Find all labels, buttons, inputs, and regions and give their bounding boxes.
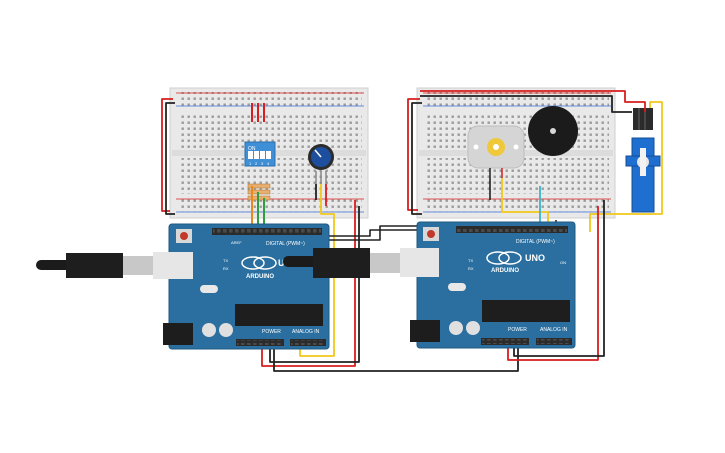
dc-motor[interactable] — [467, 125, 525, 178]
dip-switch-4[interactable] — [266, 151, 271, 159]
wire-red-right-rail[interactable] — [407, 98, 420, 211]
dip-pos-3: 3 — [261, 161, 264, 166]
wire-yellow-servo[interactable] — [589, 101, 663, 232]
right-rx-label: RX — [468, 266, 474, 271]
right-digital-label: DIGITAL (PWM~) — [516, 239, 555, 245]
right-tx-label: TX — [468, 258, 473, 263]
left-tx-label: TX — [223, 258, 228, 263]
wire-yellow-pot[interactable] — [299, 184, 335, 357]
servo-motor[interactable] — [625, 108, 661, 213]
dip-on-label: ON — [248, 146, 256, 152]
wire-black-interboard[interactable] — [273, 342, 519, 372]
right-brand-label: ARDUINO — [491, 268, 519, 274]
dip-switch-1[interactable] — [248, 151, 253, 159]
wire-red-servo[interactable] — [420, 90, 646, 112]
arduino-uno-right[interactable]: DIGITAL (PWM~) TX RX ON ARDUINO UNO POWE… — [410, 221, 576, 349]
wire-black-right-power[interactable] — [513, 200, 605, 357]
left-analog-label: ANALOG IN — [292, 329, 320, 335]
potentiometer[interactable] — [308, 144, 334, 184]
wire-red-bottom[interactable] — [261, 200, 356, 367]
left-power-label: POWER — [262, 329, 281, 335]
wire-black-left-rail[interactable] — [165, 102, 175, 215]
wire-black-servo[interactable] — [420, 95, 632, 113]
red-jumpers[interactable] — [251, 103, 265, 122]
usb-cable-left[interactable] — [36, 252, 193, 279]
left-aref-label: AREF — [231, 240, 242, 245]
right-analog-label: ANALOG IN — [540, 327, 568, 333]
dip-switch[interactable]: ON 1 2 3 4 — [244, 141, 276, 167]
dip-pos-2: 2 — [255, 161, 258, 166]
dip-switch-2[interactable] — [254, 151, 259, 159]
arduino-uno-left[interactable]: DIGITAL (PWM~) AREF TX RX ARDUINO UNO PO… — [163, 223, 330, 350]
dip-switch-3[interactable] — [260, 151, 265, 159]
wire-red-right-power[interactable] — [507, 206, 599, 361]
wire-black-right-rail[interactable] — [411, 102, 422, 215]
usb-cable-right[interactable] — [283, 248, 439, 278]
right-power-label: POWER — [508, 327, 527, 333]
right-model-label: UNO — [525, 253, 545, 263]
left-brand-label: ARDUINO — [246, 274, 274, 280]
left-digital-label: DIGITAL (PWM~) — [266, 241, 305, 247]
dip-pos-4: 4 — [267, 161, 270, 166]
wire-black-serial-1[interactable] — [317, 229, 455, 237]
dip-pos-1: 1 — [249, 161, 252, 166]
wire-black-bottom[interactable] — [269, 206, 360, 363]
piezo-buzzer[interactable] — [528, 106, 578, 156]
left-rx-label: RX — [223, 266, 229, 271]
right-on-label: ON — [560, 260, 566, 265]
